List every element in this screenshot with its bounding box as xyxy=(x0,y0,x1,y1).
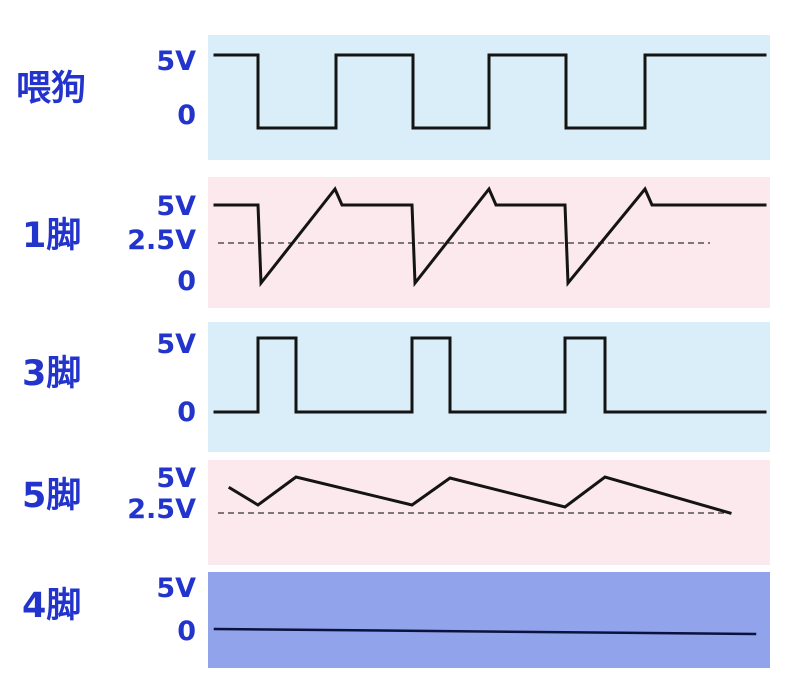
waveform-pin-3 xyxy=(213,336,767,414)
tick-0v-pin-1: 0 xyxy=(177,266,196,297)
signal-label-pin-4: 4脚 xyxy=(22,586,82,626)
tick-2v5-pin-5: 2.5V xyxy=(127,494,196,525)
tick-5v-pin-1: 5V xyxy=(156,191,196,222)
tick-5v-pin-5: 5V xyxy=(156,463,196,494)
panel-feed-dog xyxy=(208,35,770,160)
tick-5v-pin-4: 5V xyxy=(156,573,196,604)
waveform-feed-dog xyxy=(213,53,767,130)
waveform-pin-1 xyxy=(213,186,767,288)
signal-label-pin-3: 3脚 xyxy=(22,354,82,394)
panel-pin-3 xyxy=(208,322,770,452)
panel-pin-1 xyxy=(208,177,770,308)
tick-5v-pin-3: 5V xyxy=(156,329,196,360)
tick-2v5-pin-1: 2.5V xyxy=(127,225,196,256)
signal-label-feed-dog: 喂狗 xyxy=(16,69,87,109)
tick-0v-pin-4: 0 xyxy=(177,616,196,647)
signal-label-pin-1: 1脚 xyxy=(22,216,82,256)
waveform-pin-4 xyxy=(213,627,757,636)
tick-0v-feed-dog: 0 xyxy=(177,100,196,131)
panel-pin-5 xyxy=(208,460,770,565)
waveform-pin-5 xyxy=(218,475,732,515)
tick-5v-feed-dog: 5V xyxy=(156,46,196,77)
panel-pin-4 xyxy=(208,572,770,668)
signal-label-pin-5: 5脚 xyxy=(22,476,82,516)
tick-0v-pin-3: 0 xyxy=(177,397,196,428)
